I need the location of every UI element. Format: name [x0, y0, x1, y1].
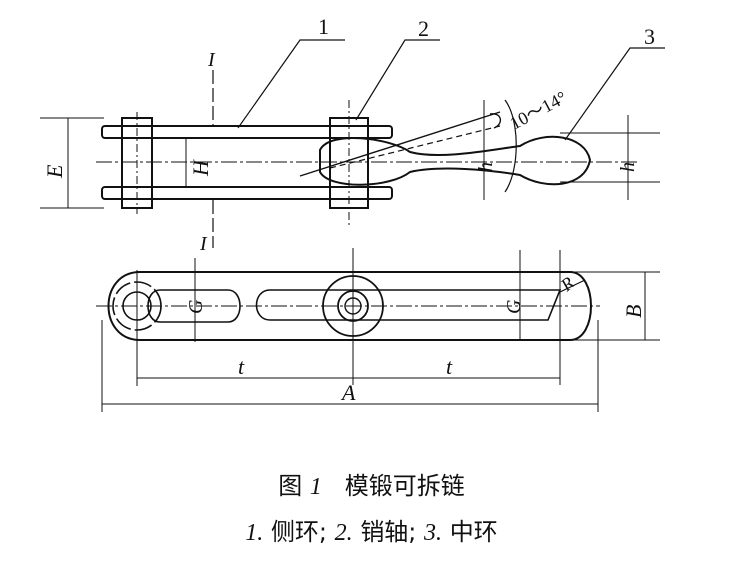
label-part2: 2 [418, 16, 429, 41]
caption-fig-title: 模锻可拆链 [344, 472, 465, 500]
label-dim-g-left: G [185, 299, 207, 314]
label-dim-h-upper: H [188, 159, 213, 177]
label-dim-a: A [340, 380, 356, 405]
label-dim-t-left: t [238, 354, 245, 379]
label-angle: 10～14° [506, 87, 569, 133]
figure-legend: 1. 侧环; 2. 销轴; 3. 中环 [0, 512, 743, 547]
slot-middle [255, 289, 562, 321]
caption-fig-num: 1 [309, 474, 322, 500]
label-section-top: I [207, 49, 216, 71]
label-dim-g-right: G [503, 299, 525, 314]
label-dim-t-right: t [446, 354, 453, 379]
label-dim-h-right: h [617, 162, 639, 172]
legend-num-3: 3. [424, 520, 443, 546]
side-plate-top [101, 125, 393, 139]
caption-fig-label: 图 [278, 472, 303, 500]
bottom-view [96, 248, 660, 412]
label-part1: 1 [318, 14, 329, 39]
middle-ring [319, 135, 592, 186]
label-dim-h-left: h [475, 162, 497, 172]
legend-num-1: 1. [245, 520, 264, 546]
label-dim-b: B [621, 305, 646, 318]
side-plate-bottom [101, 186, 393, 200]
chain-drawing: 1 2 3 I I E H h h 10～14° G G R B t t A [40, 14, 665, 412]
label-part3: 3 [644, 24, 655, 49]
link-outline [107, 271, 592, 341]
drawing-labels: 1 2 3 I I E H h h 10～14° G G R B t t A [42, 14, 655, 405]
top-view [40, 39, 665, 248]
right-pin [329, 117, 369, 209]
figure-caption: 图 1 模锻可拆链 [0, 466, 743, 501]
label-section-bottom: I [199, 233, 208, 255]
legend-num-2: 2. [334, 520, 353, 546]
label-dim-e: E [42, 164, 67, 179]
legend-item-1: 侧环; [270, 518, 328, 546]
legend-item-3: 中环 [449, 518, 498, 546]
legend-item-2: 销轴; [360, 518, 417, 546]
